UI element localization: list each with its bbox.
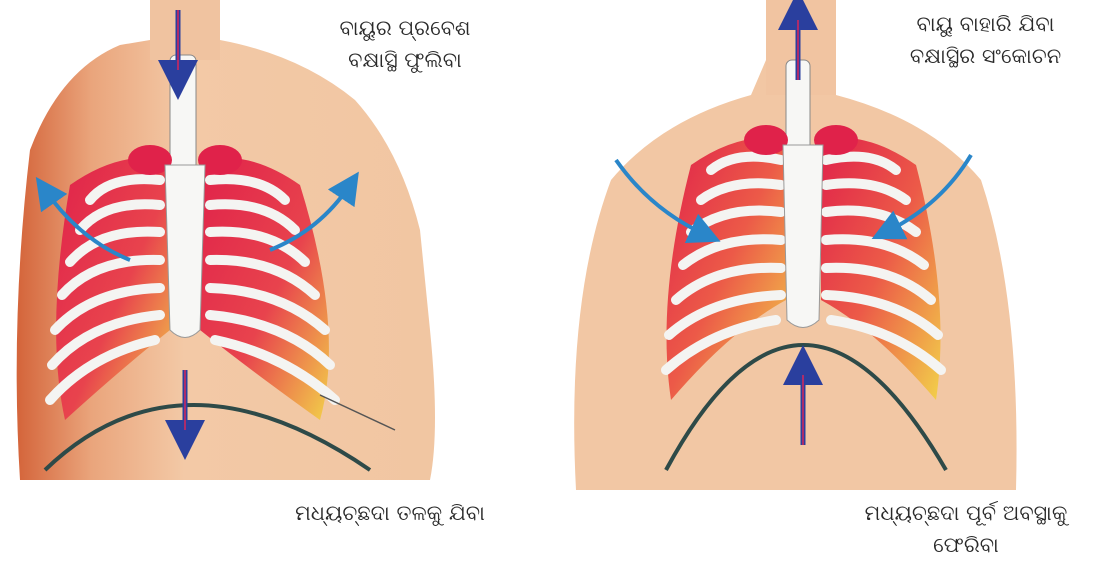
caption-diaphragm-return: ମଧ୍ୟଚ୍ଛଦା ପୂର୍ବ ଅବସ୍ଥାକୁ bbox=[836, 497, 1096, 529]
caption-air-entry: ବାୟୁର ପ୍ରବେଶ bbox=[280, 12, 530, 44]
caption-chest-contract: ବକ୍ଷାସ୍ଥିର ସଂକୋଚନ bbox=[873, 40, 1098, 72]
neck bbox=[150, 0, 220, 60]
inhalation-diagram bbox=[0, 0, 551, 571]
clavicle-left bbox=[744, 125, 788, 155]
caption-air-exit: ବାୟୁ ବାହାରି ଯିବା bbox=[873, 8, 1098, 40]
inhalation-panel: ବାୟୁର ପ୍ରବେଶ ବକ୍ଷାସ୍ଥି ଫୁଲିବା ମଧ୍ୟଚ୍ଛଦା … bbox=[0, 0, 551, 571]
exhalation-bottom-caption: ମଧ୍ୟଚ୍ଛଦା ପୂର୍ବ ଅବସ୍ଥାକୁ ଫେରିବା bbox=[836, 497, 1096, 561]
exhalation-panel: ବାୟୁ ବାହାରି ଯିବା ବକ୍ଷାସ୍ଥିର ସଂକୋଚନ ମଧ୍ୟଚ… bbox=[551, 0, 1103, 571]
caption-diaphragm-down: ମଧ୍ୟଚ୍ଛଦା ତଳକୁ ଯିବା bbox=[245, 497, 535, 529]
exhalation-top-caption: ବାୟୁ ବାହାରି ଯିବା ବକ୍ଷାସ୍ଥିର ସଂକୋଚନ bbox=[873, 8, 1098, 72]
exhalation-diagram bbox=[551, 0, 1103, 571]
trachea bbox=[170, 55, 196, 170]
caption-chest-expand: ବକ୍ଷାସ୍ଥି ଫୁଲିବା bbox=[280, 44, 530, 76]
inhalation-top-caption: ବାୟୁର ପ୍ରବେଶ ବକ୍ଷାସ୍ଥି ଫୁଲିବା bbox=[280, 12, 530, 76]
caption-diaphragm-return-2: ଫେରିବା bbox=[836, 529, 1096, 561]
sternum bbox=[783, 145, 823, 328]
sternum bbox=[165, 165, 205, 338]
